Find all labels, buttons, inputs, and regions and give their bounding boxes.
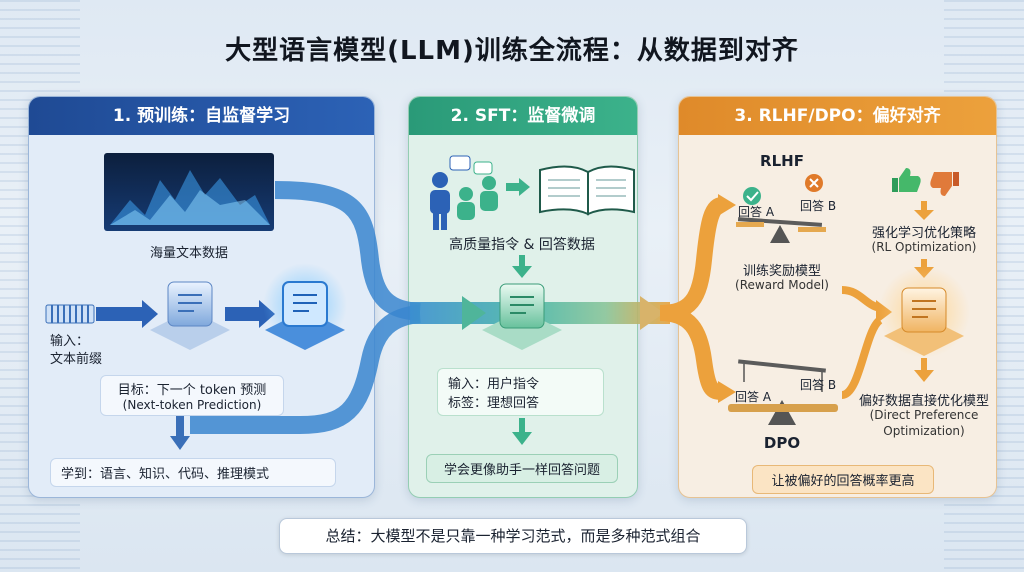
thumbs-down-icon	[930, 172, 959, 196]
sft-data-label: 高质量指令 & 回答数据	[449, 237, 595, 253]
learned-box: 学到：语言、知识、代码、推理模式	[50, 458, 336, 487]
input-token-strip	[45, 304, 95, 324]
sft-io-box: 输入：用户指令 标签：理想回答	[437, 368, 604, 416]
data-label: 海量文本数据	[149, 246, 229, 261]
dpo-balance-scale	[728, 359, 838, 425]
text-data-visual	[104, 153, 274, 231]
book-icon	[539, 165, 635, 216]
rlhf-balance-scale	[736, 217, 826, 243]
rl-line2: (RL Optimization)	[871, 240, 977, 254]
sft-label-line: 标签：理想回答	[448, 396, 540, 411]
input-sub-label: 文本前缀	[50, 352, 103, 367]
reward-line1: 训练奖励模型	[742, 264, 822, 279]
dpo-line1: 偏好数据直接优化模型	[858, 394, 990, 409]
pretraining-header: 1. 预训练：自监督学习	[29, 97, 374, 135]
dpo-answer-b: 回答 B	[800, 378, 837, 392]
alignment-header: 3. RLHF/DPO：偏好对齐	[679, 97, 996, 135]
summary-text: 总结：大模型不是只靠一种学习范式，而是多种范式组合	[325, 527, 701, 545]
rl-line1: 强化学习优化策略	[871, 226, 977, 241]
thumbs-up-icon	[892, 168, 921, 192]
sft-header: 2. SFT：监督微调	[409, 97, 637, 135]
sft-result-text: 学会更像助手一样回答问题	[443, 463, 600, 478]
rlhf-answer-b: 回答 B	[800, 199, 837, 213]
goal-line2: (Next-token Prediction)	[122, 398, 262, 412]
input-label: 输入：	[50, 334, 90, 349]
sft-input-line: 输入：用户指令	[448, 377, 540, 392]
arrow-people-to-book	[506, 178, 530, 196]
page-title: 大型语言模型(LLM)训练全流程：从数据到对齐	[225, 36, 799, 66]
alignment-result-box: 让被偏好的回答概率更高	[752, 465, 934, 494]
sft-result-box: 学会更像助手一样回答问题	[426, 454, 618, 483]
alignment-result-text: 让被偏好的回答概率更高	[771, 474, 915, 489]
dpo-line2: (Direct Preference	[869, 408, 979, 422]
cross-icon	[805, 174, 823, 192]
sft-model-chip-icon	[482, 283, 562, 350]
summary-box: 总结：大模型不是只靠一种学习范式，而是多种范式组合	[279, 518, 747, 554]
people-dialog-icon	[430, 155, 498, 230]
aligned-model-chip-icon	[878, 266, 970, 358]
goal-line1: 目标：下一个 token 预测	[117, 383, 267, 398]
reward-line2: (Reward Model)	[735, 278, 829, 292]
dpo-answer-a: 回答 A	[735, 390, 772, 404]
rlhf-answer-a: 回答 A	[738, 205, 775, 219]
model-chip-icon	[150, 281, 230, 350]
dpo-label: DPO	[763, 434, 801, 452]
glowing-model-chip-icon	[263, 263, 347, 350]
arrow-data-to-model	[512, 255, 532, 278]
rlhf-label: RLHF	[760, 152, 804, 170]
goal-box: 目标：下一个 token 预测 (Next-token Prediction)	[100, 375, 284, 416]
check-icon	[743, 187, 761, 205]
learned-text: 学到：语言、知识、代码、推理模式	[61, 467, 270, 482]
main-flow-arrow	[170, 181, 736, 450]
arrow-label-to-result	[512, 418, 532, 445]
dpo-line3: Optimization)	[883, 424, 965, 438]
